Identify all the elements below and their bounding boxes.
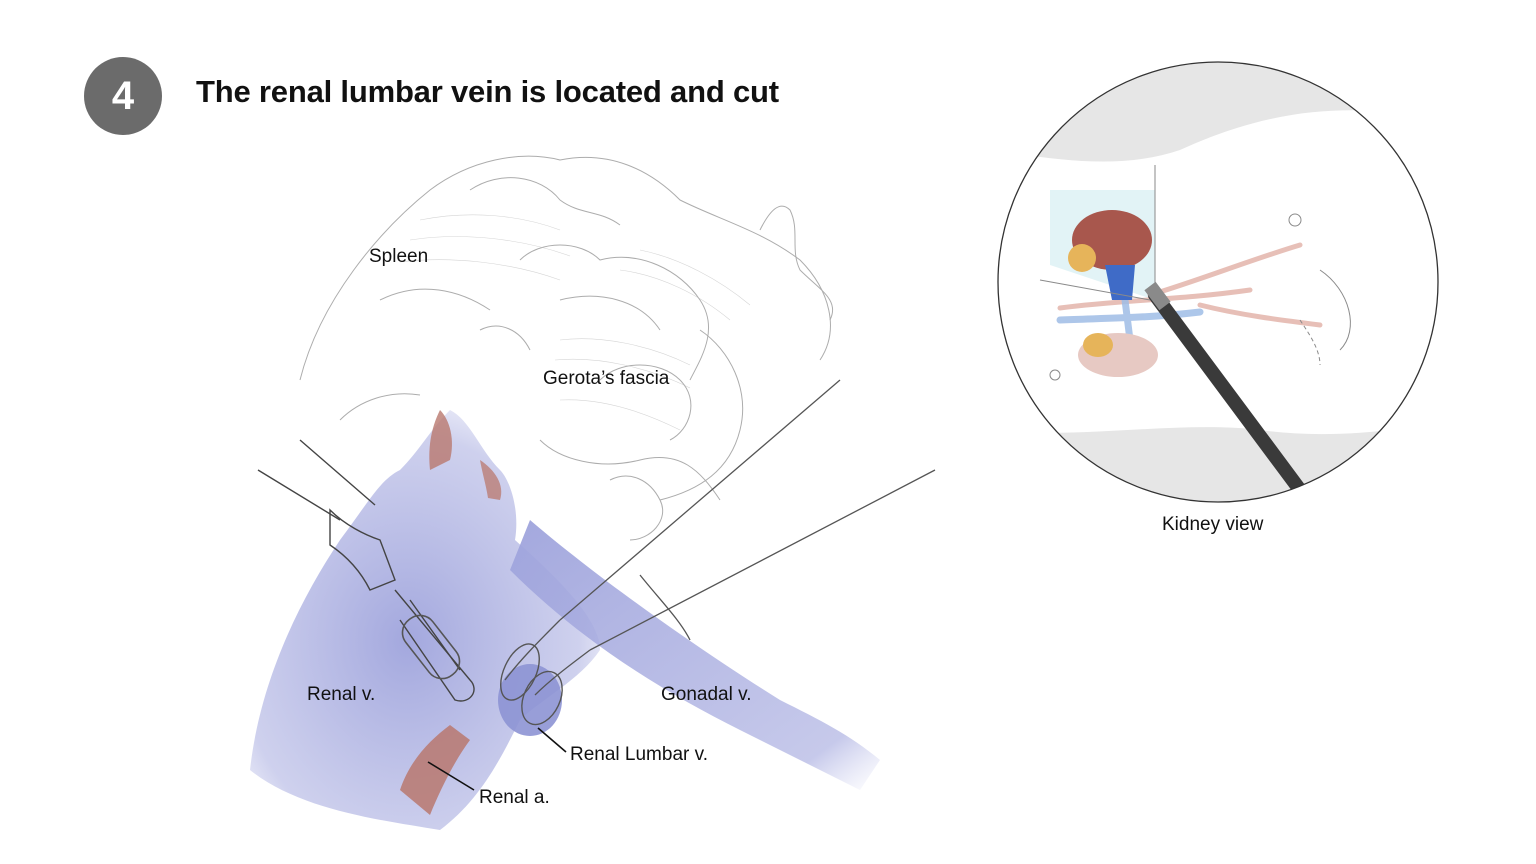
step-number: 4 (111, 74, 135, 118)
clamp-instrument (257, 439, 475, 702)
scope-instrument (504, 379, 936, 696)
label-renal-lumbar-vein: Renal Lumbar v. (570, 744, 708, 765)
label-renal-vein: Renal v. (307, 684, 376, 705)
ligature-loops (500, 643, 563, 726)
leader-lines (427, 727, 567, 791)
kidney-fat-shape (1068, 244, 1096, 272)
label-renal-artery: Renal a. (479, 787, 550, 808)
gonadal-vein-shape (510, 520, 880, 790)
renal-artery-shape (400, 725, 470, 815)
step-badge: 4 (84, 57, 162, 135)
label-spleen: Spleen (369, 246, 429, 267)
renal-artery-upper (429, 410, 452, 470)
page-title: The renal lumbar vein is located and cut (196, 74, 779, 109)
renal-lumbar-vein-shape (498, 664, 562, 736)
fascia-sketch (299, 155, 834, 541)
inset-caption: Kidney view (1162, 514, 1264, 535)
label-gerotas-fascia: Gerota’s fascia (543, 368, 670, 389)
fascia-hatching (399, 214, 751, 431)
inset-instrument (1148, 288, 1307, 497)
label-gonadal-vein: Gonadal v. (661, 684, 752, 705)
kidney-view-inset (997, 61, 1439, 503)
